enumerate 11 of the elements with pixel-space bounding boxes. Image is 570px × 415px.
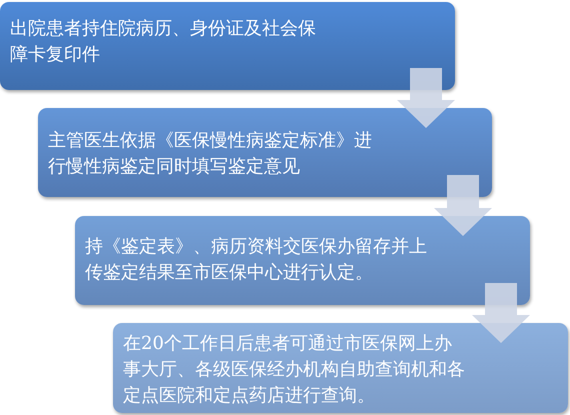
process-box: [38, 108, 492, 197]
process-box: [0, 2, 455, 90]
step-text: 出院患者持住院病历、身份证及社会保障卡复印件: [10, 17, 317, 67]
step-text: 在20个工作日后患者可通过市医保网上办事大厅、各级医保经办机构自助查询机和各定点医院和定点药店进行查询。: [123, 332, 466, 408]
process-box: [75, 216, 530, 305]
step-text: 持《鉴定表》、病历资料交医保办留存并上传鉴定结果至市医保中心进行认定。: [85, 235, 428, 285]
block-arrow: [397, 68, 455, 128]
step-text: 主管医生依据《医保慢性病鉴定标准》进行慢性病鉴定同时填写鉴定意见: [48, 129, 373, 179]
block-arrow: [434, 175, 492, 236]
process-box: [113, 323, 568, 413]
block-arrow: [472, 283, 530, 343]
